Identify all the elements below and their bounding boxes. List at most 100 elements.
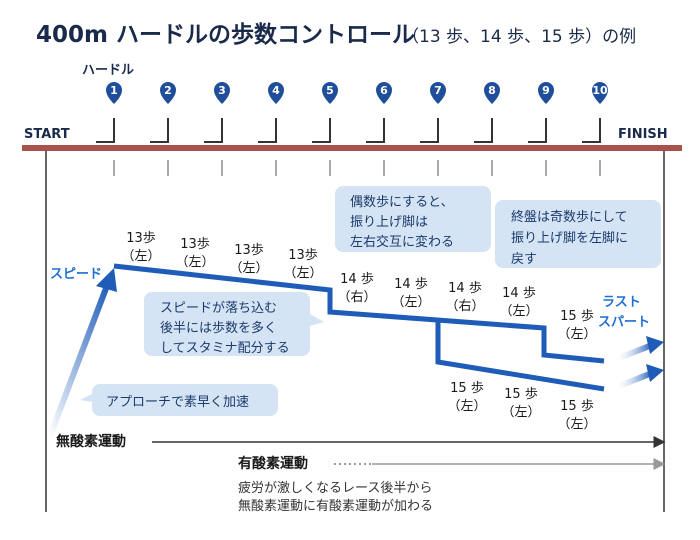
note-line2: 無酸素運動に有酸素運動が加わる: [238, 499, 433, 514]
note-line1: 疲労が激しくなるレース後半から: [238, 480, 432, 496]
hurdle-7: 7: [420, 82, 446, 176]
hurdle-10: 10: [582, 82, 608, 176]
hurdle-6: 6: [366, 82, 392, 176]
hurdle-marker-icon: [322, 82, 338, 104]
step-count-top: 14 歩: [448, 281, 482, 296]
last-spurt-line2: スパート: [598, 315, 650, 330]
step-count-bottom: 15 歩: [504, 387, 538, 402]
bubble-approach: アプローチで素早く加速: [80, 384, 278, 416]
hurdle-number: 6: [380, 84, 388, 97]
hurdle-marker-icon: [376, 82, 392, 104]
hurdle-shape: [420, 118, 439, 143]
hurdle-1: 1: [96, 82, 122, 176]
hurdle-shape: [204, 118, 223, 143]
lead-leg-bottom: （左）: [501, 405, 540, 420]
hurdle-marker-icon: [592, 82, 608, 104]
spurt-arrow-top: [612, 342, 654, 363]
hurdle-number: 4: [272, 84, 280, 97]
hurdle-marker-icon: [106, 82, 122, 104]
hurdle-number: 7: [434, 84, 442, 97]
bubble-even-steps: 偶数歩にすると、 振り上げ脚は 左右交互に変わる: [335, 186, 491, 252]
lead-leg-top: （右）: [337, 290, 376, 305]
hurdle-markers: 1 2 3 4 5 6 7 8 9 10: [96, 82, 608, 176]
lead-leg-top: （左）: [175, 255, 214, 270]
spurt-arrow-bottom: [612, 370, 654, 391]
bubble-even-line2: 振り上げ脚は: [350, 214, 428, 230]
approach-arrowhead: [96, 268, 117, 292]
step-labels: 13歩 （左） 13歩 （左） 13歩 （左） 13歩 （左） 14 歩 （右） 14 歩 （左） 14…: [121, 231, 596, 432]
step-count-bottom: 15 歩: [450, 381, 484, 396]
speed-path-top: [113, 263, 605, 364]
bubble-even-line1: 偶数歩にすると、: [350, 195, 454, 210]
approach-arrow: [47, 281, 111, 438]
step-count-top: 13歩: [126, 231, 156, 246]
hurdle-number: 9: [542, 84, 550, 97]
hurdle-shape: [582, 118, 601, 143]
page-title: 400m ハードルの歩数コントロール: [36, 22, 415, 48]
bubble-late-line2: 後半には歩数を多く: [160, 320, 277, 336]
hurdle-9: 9: [528, 82, 554, 176]
lead-leg-top: （左）: [557, 327, 596, 342]
hurdle-marker-icon: [214, 82, 230, 104]
hurdle-marker-icon: [430, 82, 446, 104]
bubble-final-line2: 振り上げ脚を左脚に: [511, 230, 628, 246]
spurt-arrowhead-top: [646, 336, 664, 354]
hurdle-number: 10: [592, 84, 608, 97]
lead-leg-top: （左）: [283, 266, 322, 281]
hurdle-number: 5: [326, 84, 334, 97]
hurdle-shape: [366, 118, 385, 143]
speed-label: スピード: [50, 267, 102, 282]
page-subtitle: （13 歩、14 歩、15 歩）の例: [402, 27, 636, 47]
hurdle-label: ハードル: [82, 63, 134, 78]
step-count-bottom: 15 歩: [560, 399, 594, 414]
hurdle-number: 2: [164, 84, 172, 97]
hurdle-number: 3: [218, 84, 226, 97]
hurdle-8: 8: [474, 82, 500, 176]
lead-leg-top: （左）: [121, 249, 160, 264]
step-count-top: 15 歩: [560, 309, 594, 324]
bubble-final-steps: 終盤は奇数歩にして 振り上げ脚を左脚に 戻す: [495, 200, 661, 268]
hurdle-3: 3: [204, 82, 230, 176]
anaerobic-label: 無酸素運動: [56, 433, 126, 450]
step-count-top: 14 歩: [340, 272, 374, 287]
lead-leg-bottom: （左）: [447, 399, 486, 414]
step-count-top: 14 歩: [502, 286, 536, 301]
hurdle-marker-icon: [160, 82, 176, 104]
lead-leg-top: （右）: [445, 299, 484, 314]
hurdle-shape: [96, 118, 115, 143]
aerobic-label: 有酸素運動: [238, 455, 308, 472]
hurdle-shape: [258, 118, 277, 143]
bubble-late-line1: スピードが落ち込む: [160, 301, 277, 316]
hurdle-marker-icon: [268, 82, 284, 104]
spurt-arrowhead-bottom: [646, 364, 664, 382]
bubble-final-line1: 終盤は奇数歩にして: [511, 209, 628, 225]
hurdle-4: 4: [258, 82, 284, 176]
hurdle-shape: [528, 118, 547, 143]
hurdle-shape: [312, 118, 331, 143]
lead-leg-bottom: （左）: [557, 417, 596, 432]
hurdle-5: 5: [312, 82, 338, 176]
hurdle-shape: [474, 118, 493, 143]
lead-leg-top: （左）: [391, 295, 430, 310]
step-count-top: 13歩: [180, 237, 210, 252]
bubble-even-line3: 左右交互に変わる: [350, 234, 454, 250]
hurdle-marker-icon: [484, 82, 500, 104]
lead-leg-top: （左）: [229, 261, 268, 276]
step-count-top: 13歩: [234, 243, 264, 258]
track-bar: [22, 145, 682, 151]
step-count-top: 13歩: [288, 248, 318, 263]
hurdle-number: 8: [488, 84, 496, 97]
hurdle-marker-icon: [538, 82, 554, 104]
hurdle-shape: [150, 118, 169, 143]
bubble-final-line3: 戻す: [511, 252, 537, 267]
speed-path-bottom: [435, 322, 605, 392]
hurdle-2: 2: [150, 82, 176, 176]
start-label: START: [24, 127, 70, 142]
lead-leg-top: （左）: [499, 304, 538, 319]
bubble-late-race: スピードが落ち込む 後半には歩数を多く してスタミナ配分する: [144, 292, 324, 356]
step-count-top: 14 歩: [394, 277, 428, 292]
finish-label: FINISH: [618, 127, 668, 142]
last-spurt-line1: ラスト: [602, 295, 641, 310]
